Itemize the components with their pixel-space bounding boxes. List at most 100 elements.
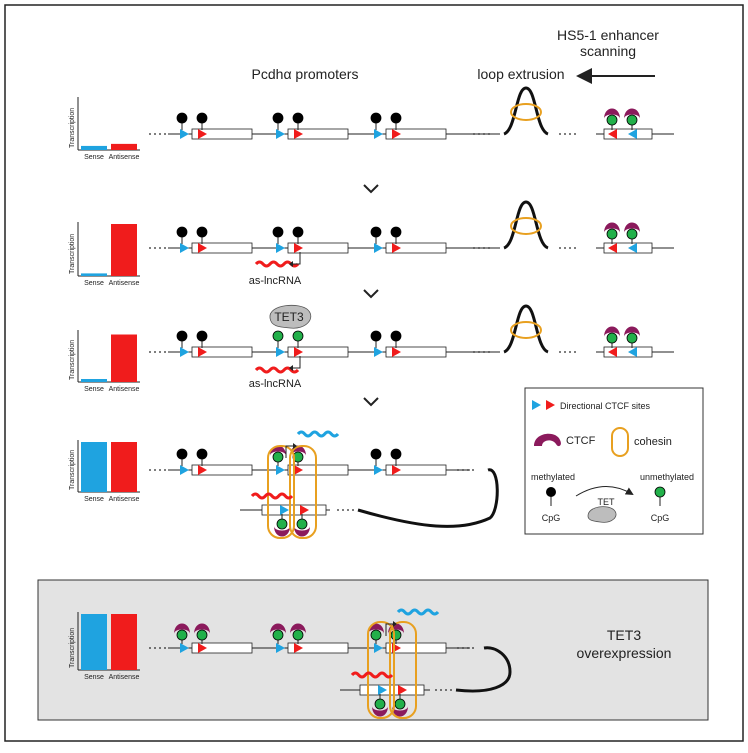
row3-mid-dot-3: [488, 351, 490, 353]
row2-enhancer-ctcf2: [624, 222, 640, 233]
row1-enhancer-cpg2: [626, 114, 638, 126]
row5-promoter1-blue-site: [180, 643, 189, 653]
row1-right-dot-2: [569, 133, 571, 135]
row4-lower-cpg1: [276, 518, 288, 530]
row3-promoter1-exon: [191, 346, 253, 358]
legend-methylated-cpg: [546, 487, 556, 497]
row3-promoter3-cpg2: [390, 330, 402, 342]
bar-sense-label-2: Sense: [84, 280, 104, 287]
row2-loop: [503, 200, 549, 250]
row1-promoter3-cpg2: [390, 112, 402, 124]
row3-promoter1-cpg2: [196, 330, 208, 342]
row2-right-dot-3: [574, 247, 576, 249]
row2-promoter2-red-site: [294, 243, 303, 253]
bar-sense-label-1: Sense: [84, 154, 104, 161]
row5-left-dot-0: [149, 647, 151, 649]
row4-mid-dot-0: [457, 469, 459, 471]
row5-mid-dot-0: [457, 647, 459, 649]
row5-promoter1-ctcf1: [174, 623, 190, 634]
row1-enhancer-cpg1: [606, 114, 618, 126]
overexpression-label-line1: TET3: [607, 627, 641, 643]
bar-sense-label-5: Sense: [84, 674, 104, 681]
bar-antisense-label-2: Antisense: [109, 280, 140, 287]
row2-left-dot-0: [149, 247, 151, 249]
row3-left-dot-3: [164, 351, 166, 353]
row1-promoter1-blue-site: [180, 129, 189, 139]
row5-promoter3-cpg2: [390, 629, 402, 641]
antisense-bar-5: [111, 614, 137, 670]
row5-promoter2-exon: [287, 642, 349, 654]
row5-lower-dots-dot-3: [450, 689, 452, 691]
row4-antisense-wave: [250, 492, 294, 500]
scanning-label-line1: HS5-1 enhancer: [557, 27, 659, 43]
row3-promoter1-red-site: [198, 347, 207, 357]
legend-ctcf-icon: [534, 433, 561, 447]
row5-promoter1-ctcf2: [194, 623, 210, 634]
row2-enhancer-cpg2: [626, 228, 638, 240]
bar-antisense-label-3: Antisense: [109, 386, 140, 393]
row1-promoter3-red-site: [392, 129, 401, 139]
row4-promoter3-cpg2: [390, 448, 402, 460]
row1-promoter3-exon: [385, 128, 447, 140]
scanning-label-line2: scanning: [580, 43, 636, 59]
row1-left-dot-0: [149, 133, 151, 135]
row4-sense-tss: [285, 445, 293, 458]
row5-lower-dots-dot-2: [445, 689, 447, 691]
row3-enhancer-cpg1: [606, 332, 618, 344]
row2-promoter3-red-site: [392, 243, 401, 253]
row4-left-dot-2: [159, 469, 161, 471]
row5-promoter2-blue-site: [276, 643, 285, 653]
row4-lower-dots-dot-0: [337, 509, 339, 511]
legend-cpg-left: CpG: [542, 513, 561, 523]
row5-lower-red-site: [398, 685, 407, 695]
row4-promoter3-exon: [385, 464, 447, 476]
row5-cohesin2: [389, 621, 417, 719]
bar-sense-label-3: Sense: [84, 386, 104, 393]
row4-promoter1-exon: [191, 464, 253, 476]
legend-methylated-label: methylated: [531, 472, 575, 482]
row1-mid-dot-2: [483, 133, 485, 135]
row3-mid-dot-0: [473, 351, 475, 353]
row5-promoter1-cpg2: [196, 629, 208, 641]
legend-unmethylated-label: unmethylated: [640, 472, 694, 482]
row3-promoter2-red-site: [294, 347, 303, 357]
overexpression-label-line2: overexpression: [577, 645, 672, 661]
row5-lower-ctcf1: [372, 706, 388, 717]
row3-left-dot-0: [149, 351, 151, 353]
row2-right-dot-2: [569, 247, 571, 249]
row4-promoter2-cpg1: [272, 451, 284, 463]
row3-mid-dot-1: [478, 351, 480, 353]
row4-promoter3-red-site: [392, 465, 401, 475]
row1-promoter1-red-site: [198, 129, 207, 139]
row4-left-dot-3: [164, 469, 166, 471]
antisense-bar-3: [111, 334, 137, 382]
row1-mid-dot-3: [488, 133, 490, 135]
row2-mid-dot-1: [478, 247, 480, 249]
legend-tet-label: TET: [598, 497, 616, 507]
sense-bar-4: [81, 442, 107, 492]
row2-promoter3-cpg1: [370, 226, 382, 238]
loop-extrusion-label: loop extrusion: [477, 66, 564, 82]
row1-promoter2-cpg2: [292, 112, 304, 124]
row5-promoter2-red-site: [294, 643, 303, 653]
row3-as-lncrna-wave: [254, 366, 300, 374]
row4-promoter2-blue-site: [276, 465, 285, 475]
row3-left-dot-1: [154, 351, 156, 353]
row3-promoter1-cpg1: [176, 330, 188, 342]
row4-left-dot-0: [149, 469, 151, 471]
row1-promoter3-cpg1: [370, 112, 382, 124]
step-arrow-1: [363, 184, 379, 194]
row1-enhancer-ctcf2: [624, 108, 640, 119]
row1-promoter1-cpg2: [196, 112, 208, 124]
legend-unmethylated-cpg: [654, 486, 666, 498]
row3-promoter3-exon: [385, 346, 447, 358]
bar-sense-label-4: Sense: [84, 496, 104, 503]
row5-cohesin1: [367, 621, 395, 719]
row3-enhancer-red-site: [608, 347, 617, 357]
row2-enhancer-ctcf1: [604, 222, 620, 233]
row5-antisense-wave: [350, 671, 394, 679]
row1-mid-dot-1: [478, 133, 480, 135]
row1-left-dot-1: [154, 133, 156, 135]
row1-enhancer-red-site: [608, 129, 617, 139]
row4-lower-cpg2: [296, 518, 308, 530]
